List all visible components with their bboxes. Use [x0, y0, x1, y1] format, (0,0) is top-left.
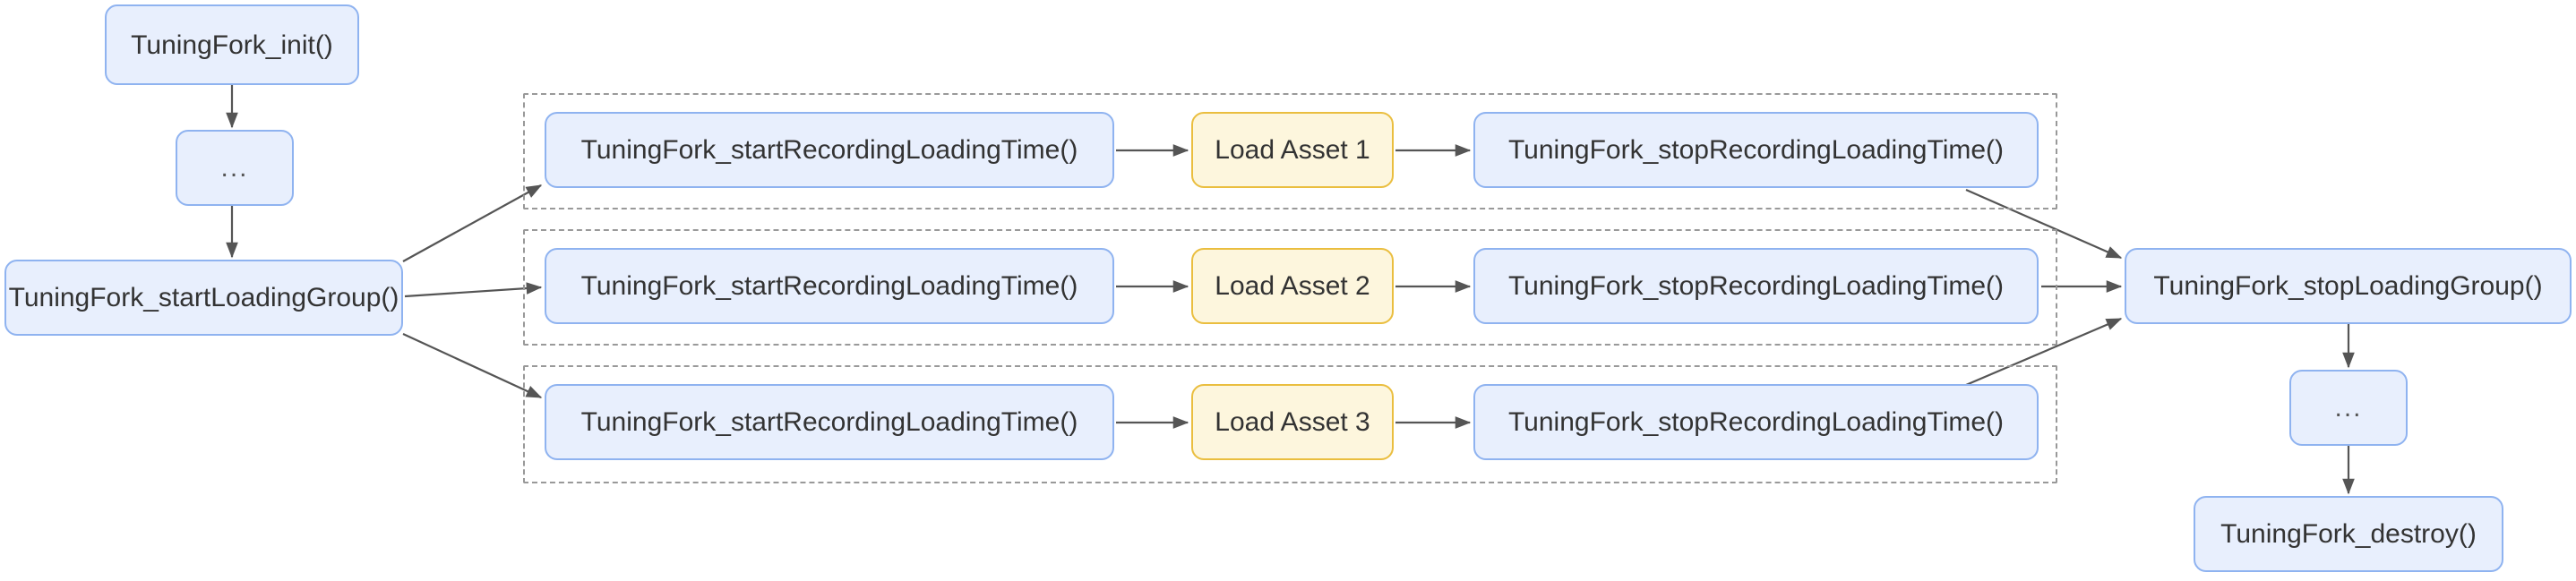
node-label: TuningFork_stopRecordingLoadingTime() [1507, 271, 2005, 301]
node-stop-recording-loading-time-1[interactable]: TuningFork_stopRecordingLoadingTime() [1473, 112, 2039, 188]
node-start-recording-loading-time-2[interactable]: TuningFork_startRecordingLoadingTime() [545, 248, 1114, 324]
edge-startgroup-to-startrec1 [402, 184, 543, 262]
node-label: TuningFork_stopRecordingLoadingTime() [1507, 135, 2005, 165]
edge-startgroup-to-startrec3 [402, 333, 543, 398]
node-label: ... [220, 153, 249, 183]
node-label: TuningFork_startRecordingLoadingTime() [580, 407, 1078, 437]
node-label: TuningFork_startRecordingLoadingTime() [580, 135, 1078, 165]
node-label: Load Asset 1 [1215, 135, 1370, 165]
loading-group-box-1 [523, 93, 2057, 209]
node-load-asset-1[interactable]: Load Asset 1 [1191, 112, 1394, 188]
node-tuningfork-destroy[interactable]: TuningFork_destroy() [2194, 496, 2503, 572]
node-load-asset-3[interactable]: Load Asset 3 [1191, 384, 1394, 460]
node-load-asset-2[interactable]: Load Asset 2 [1191, 248, 1394, 324]
node-label: Load Asset 2 [1215, 271, 1370, 301]
node-stop-loading-group[interactable]: TuningFork_stopLoadingGroup() [2125, 248, 2572, 324]
node-label: TuningFork_stopLoadingGroup() [2153, 271, 2543, 301]
loading-group-box-2 [523, 229, 2057, 346]
node-label: TuningFork_startRecordingLoadingTime() [580, 271, 1078, 301]
node-label: TuningFork_startLoadingGroup() [8, 283, 399, 312]
loading-group-box-3 [523, 365, 2057, 483]
node-start-recording-loading-time-1[interactable]: TuningFork_startRecordingLoadingTime() [545, 112, 1114, 188]
node-label: TuningFork_init() [131, 30, 333, 60]
node-stop-recording-loading-time-3[interactable]: TuningFork_stopRecordingLoadingTime() [1473, 384, 2039, 460]
node-tuningfork-init[interactable]: TuningFork_init() [105, 4, 359, 85]
node-start-loading-group[interactable]: TuningFork_startLoadingGroup() [4, 260, 403, 336]
node-ellipsis-bottom[interactable]: ... [2289, 370, 2408, 446]
edge-startgroup-to-startrec2 [404, 282, 543, 298]
node-label: Load Asset 3 [1215, 407, 1370, 437]
node-label: TuningFork_stopRecordingLoadingTime() [1507, 407, 2005, 437]
node-stop-recording-loading-time-2[interactable]: TuningFork_stopRecordingLoadingTime() [1473, 248, 2039, 324]
node-label: TuningFork_destroy() [2220, 519, 2477, 549]
node-label: ... [2334, 393, 2363, 423]
node-start-recording-loading-time-3[interactable]: TuningFork_startRecordingLoadingTime() [545, 384, 1114, 460]
node-ellipsis-top[interactable]: ... [176, 130, 294, 206]
